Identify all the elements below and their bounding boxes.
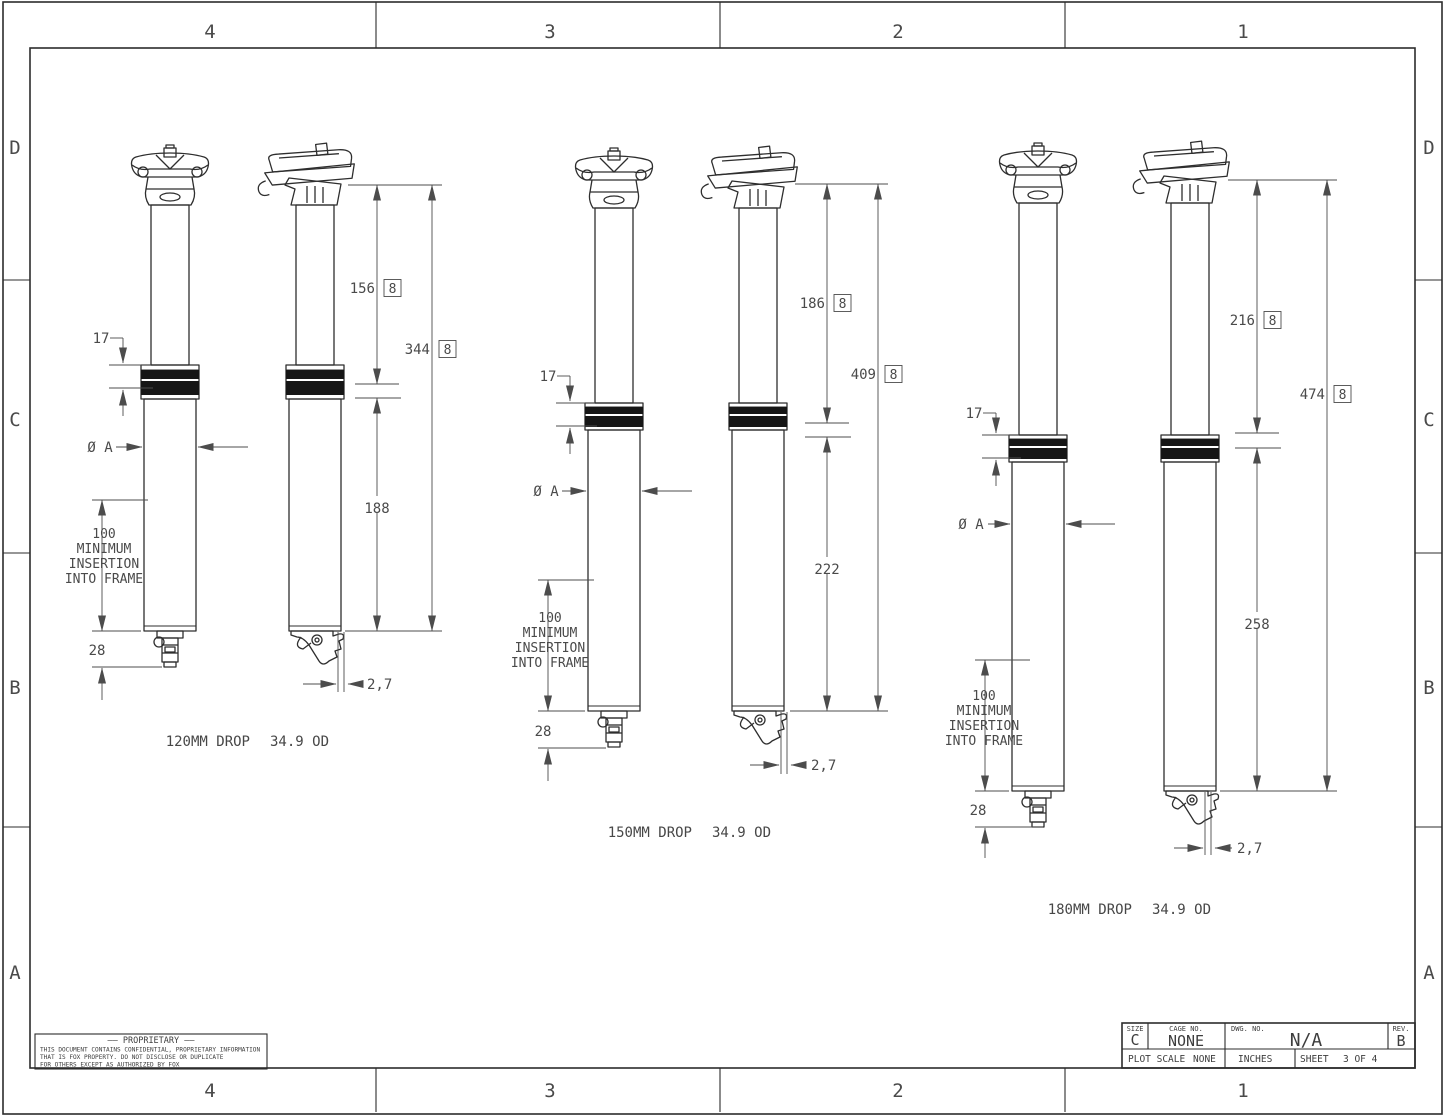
insertion-note-line1: 100 — [972, 689, 995, 704]
dim-drop-flag: 8 — [1269, 314, 1277, 329]
dwg-no-value: N/A — [1290, 1030, 1323, 1051]
proprietary-line3: FOR OTHERS EXCEPT AS AUTHORIZED BY FOX — [40, 1062, 180, 1069]
post-group-120: 17 Ø A 100 MINIMUM INSERTION INTO FRAME … — [65, 139, 457, 750]
dim-total-flag: 8 — [444, 343, 452, 358]
group-label-od: 34.9 OD — [1152, 902, 1211, 918]
dim-drop-flag: 8 — [389, 282, 397, 297]
zone-row-right-c: C — [1423, 409, 1434, 431]
post-group-150: 17 Ø A 100 MINIMUM INSERTION INTO FRAME … — [511, 142, 903, 841]
dim-collar-exposed: 17 — [93, 331, 110, 347]
dim-diameter: Ø A — [87, 440, 113, 456]
dim-setback: 2,7 — [367, 677, 392, 693]
zone-row-right-b: B — [1423, 677, 1434, 699]
rev-value: B — [1396, 1032, 1405, 1050]
dim-diameter: Ø A — [533, 484, 559, 500]
zone-col-bottom-3: 3 — [544, 1080, 555, 1102]
zone-col-bottom-1: 1 — [1237, 1080, 1248, 1102]
insertion-note-line1: 100 — [538, 611, 561, 626]
group-label-drop: 120MM DROP — [166, 734, 250, 750]
dim-insert: 258 — [1244, 617, 1269, 633]
title-block: SIZE C CAGE NO. NONE DWG. NO. N/A REV. B… — [1121, 1022, 1416, 1069]
plot-scale-label: PLOT SCALE — [1128, 1054, 1185, 1065]
group-label-drop: 150MM DROP — [608, 825, 692, 841]
dim-diameter: Ø A — [958, 517, 984, 533]
zone-row-left-b: B — [9, 677, 20, 699]
insertion-note-line3: INSERTION — [69, 557, 139, 572]
proprietary-note: —— PROPRIETARY —— THIS DOCUMENT CONTAINS… — [34, 1033, 268, 1070]
units-value: INCHES — [1238, 1054, 1273, 1065]
proprietary-line2: THAT IS FOX PROPERTY. DO NOT DISCLOSE OR… — [40, 1054, 224, 1061]
dim-drop-flag: 8 — [839, 297, 847, 312]
dim-setback: 2,7 — [811, 758, 836, 774]
dim-total: 474 — [1300, 387, 1325, 403]
proprietary-title: —— PROPRIETARY —— — [108, 1036, 196, 1046]
dim-total-flag: 8 — [1339, 388, 1347, 403]
zone-row-right-a: A — [1423, 962, 1435, 984]
zone-col-bottom-2: 2 — [892, 1080, 903, 1102]
sheet-value: 3 OF 4 — [1343, 1054, 1378, 1065]
dim-drop: 156 — [350, 281, 375, 297]
insertion-note-line3: INSERTION — [949, 719, 1019, 734]
dim-drop: 216 — [1230, 313, 1255, 329]
insertion-note-line4: INTO FRAME — [65, 572, 143, 587]
dim-insert: 188 — [364, 501, 389, 517]
dim-insert: 222 — [814, 562, 839, 578]
zone-col-top-4: 4 — [204, 21, 215, 43]
size-label: SIZE — [1127, 1025, 1144, 1033]
insertion-note-line2: MINIMUM — [77, 542, 132, 557]
insertion-note-line4: INTO FRAME — [511, 656, 589, 671]
insertion-note-line2: MINIMUM — [957, 704, 1012, 719]
group-label-od: 34.9 OD — [712, 825, 771, 841]
dim-setback: 2,7 — [1237, 841, 1262, 857]
zone-col-top-2: 2 — [892, 21, 903, 43]
zone-col-bottom-4: 4 — [204, 1080, 215, 1102]
zone-row-left-d: D — [9, 137, 20, 159]
group-label-drop: 180MM DROP — [1048, 902, 1132, 918]
cage-no-label: CAGE NO. — [1169, 1025, 1203, 1033]
dim-total: 344 — [405, 342, 430, 358]
dim-total: 409 — [851, 367, 876, 383]
zone-row-right-d: D — [1423, 137, 1434, 159]
dim-total-flag: 8 — [890, 368, 898, 383]
dim-bottom: 28 — [89, 643, 106, 659]
insertion-note-line2: MINIMUM — [523, 626, 578, 641]
dim-collar-exposed: 17 — [540, 369, 557, 385]
plot-scale-value: NONE — [1193, 1054, 1216, 1065]
proprietary-line1: THIS DOCUMENT CONTAINS CONFIDENTIAL, PRO… — [40, 1047, 260, 1054]
insertion-note-line4: INTO FRAME — [945, 734, 1023, 749]
zone-col-top-3: 3 — [544, 21, 555, 43]
dwg-no-label: DWG. NO. — [1231, 1025, 1265, 1033]
cage-no-value: NONE — [1168, 1032, 1204, 1050]
rev-label: REV. — [1393, 1025, 1410, 1033]
group-label-od: 34.9 OD — [270, 734, 329, 750]
zone-col-top-1: 1 — [1237, 21, 1248, 43]
zone-row-left-c: C — [9, 409, 20, 431]
dim-bottom: 28 — [970, 803, 987, 819]
dim-drop: 186 — [800, 296, 825, 312]
zone-row-left-a: A — [9, 962, 21, 984]
insertion-note-line1: 100 — [92, 527, 115, 542]
sheet-label: SHEET — [1300, 1054, 1329, 1065]
post-group-180: 17 Ø A 100 MINIMUM INSERTION INTO FRAME … — [945, 137, 1352, 918]
size-value: C — [1130, 1031, 1139, 1049]
insertion-note-line3: INSERTION — [515, 641, 585, 656]
dim-bottom: 28 — [535, 724, 552, 740]
dim-collar-exposed: 17 — [966, 406, 983, 422]
